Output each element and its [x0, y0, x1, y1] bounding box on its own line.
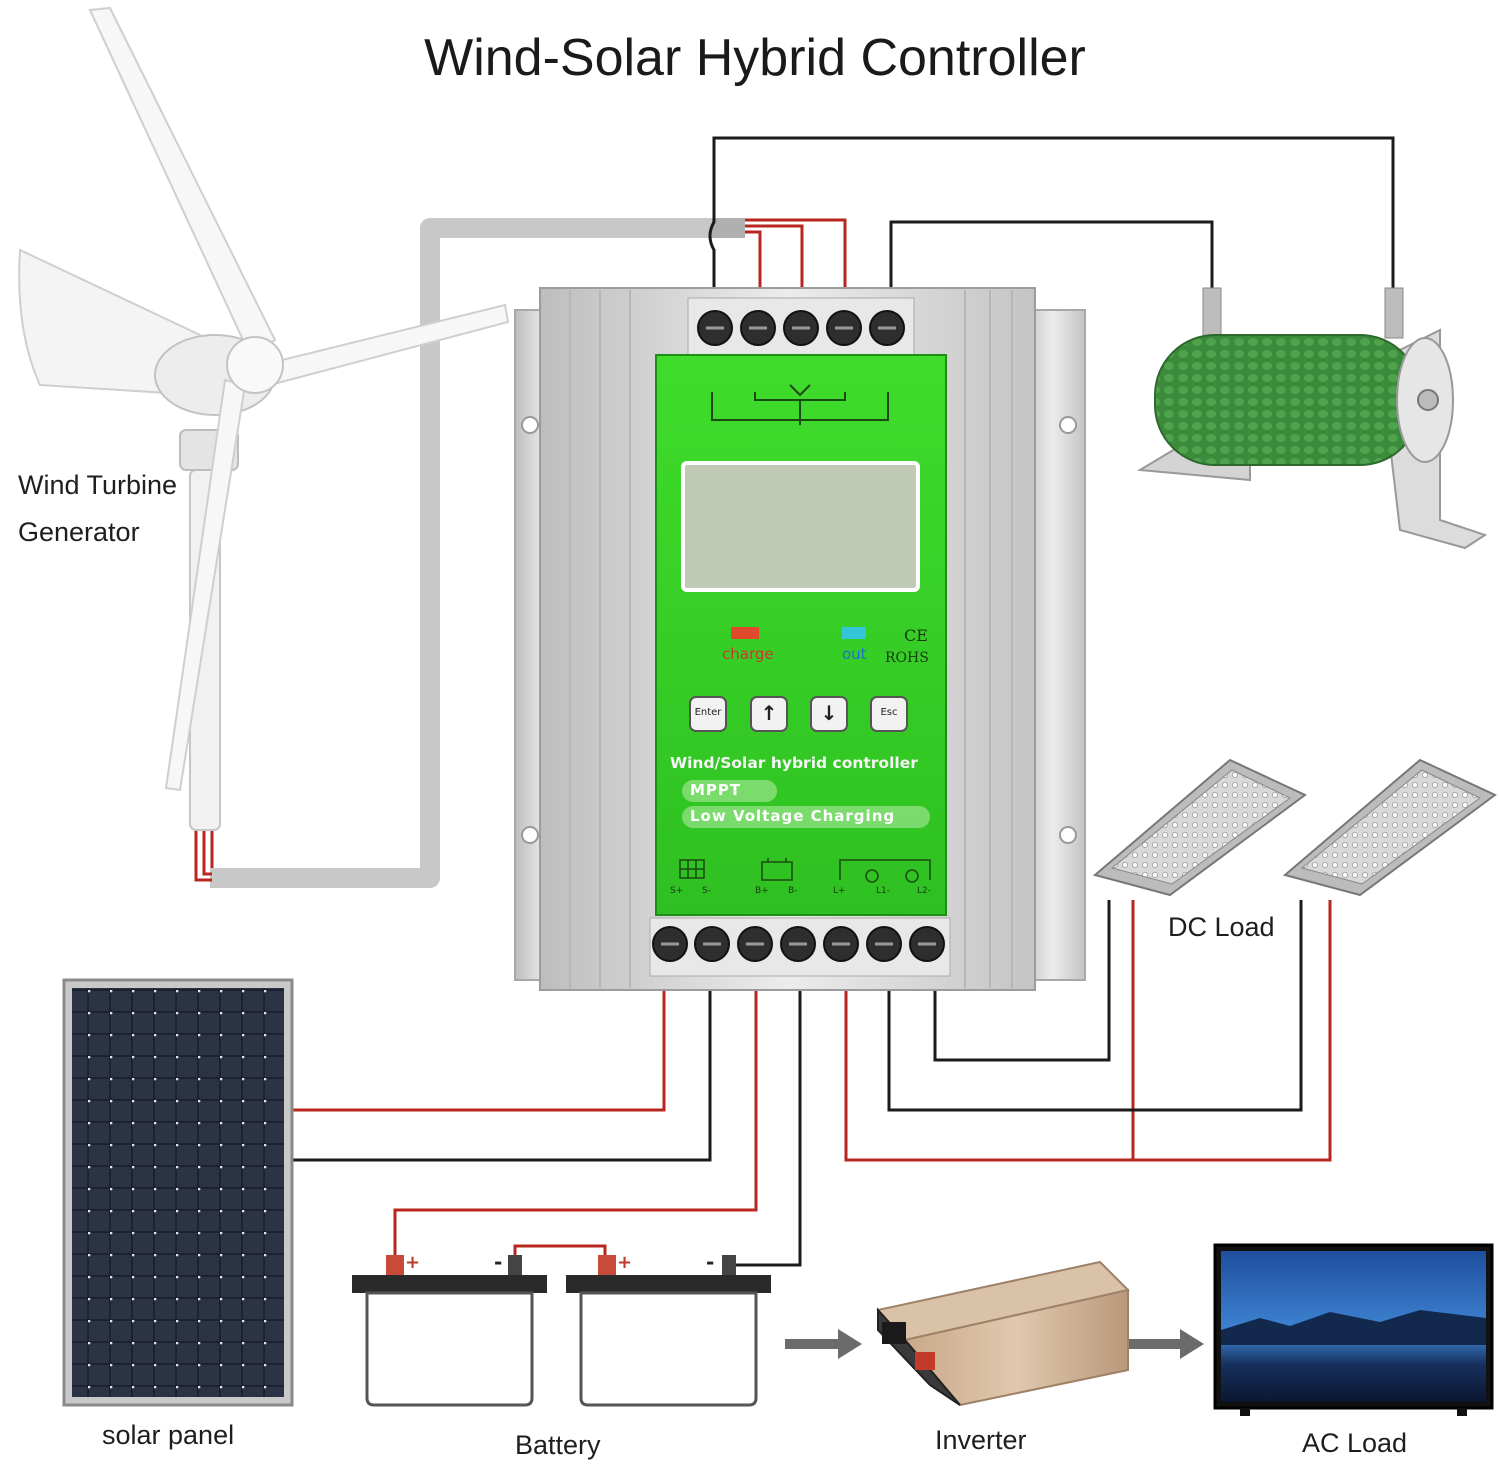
battery-pos-wire: [393, 990, 758, 1260]
turbine-blade-2: [260, 303, 510, 387]
dc-load-lamp-1: [1092, 758, 1307, 897]
turbine-cable: [210, 218, 712, 888]
load-neg-wire-2: [887, 900, 1303, 1112]
ce-mark: CE: [904, 626, 928, 645]
load-neg-wire-1: [933, 900, 1111, 1062]
solar-pos-wire: [292, 990, 666, 1112]
terminal-label-s-minus: S-: [702, 886, 711, 896]
turbine-lead-1: [745, 230, 762, 292]
inverter-switch: [915, 1352, 935, 1370]
terminal-label-b-plus: B+: [755, 886, 769, 896]
turbine-hub: [226, 336, 284, 394]
down-button[interactable]: [810, 696, 848, 732]
hybrid-controller: [514, 287, 1086, 991]
esc-button[interactable]: [870, 696, 908, 732]
battery-terminal-pos: [598, 1255, 616, 1275]
wind-turbine: [18, 6, 510, 831]
out-led: [842, 627, 866, 639]
solar-panel: [62, 978, 294, 1407]
generator-label: Generator: [18, 517, 140, 547]
product-name: Wind/Solar hybrid controller: [670, 754, 918, 772]
turbine-symbol-icon: [711, 384, 889, 425]
dump-load-resistor: [1136, 287, 1488, 550]
mount-hole: [1059, 416, 1077, 434]
charge-led: [731, 627, 759, 639]
battery-plus-mark: +: [617, 1252, 633, 1273]
battery-plus-mark: +: [405, 1252, 421, 1273]
terminal-label-s-plus: S+: [670, 886, 684, 896]
terminal-label-l1-minus: L1-: [876, 886, 890, 896]
turbine-lead-3: [745, 218, 847, 292]
ac-load-label: AC Load: [1302, 1428, 1408, 1458]
terminal-label-l-plus: L+: [833, 886, 846, 896]
top-terminals: [697, 310, 905, 346]
feature-mppt: MPPT: [690, 781, 742, 799]
inverter-label: Inverter: [935, 1425, 1027, 1455]
battery-symbol-icon: [761, 858, 793, 881]
battery-link: [513, 1244, 607, 1260]
lcd-screen: [681, 461, 920, 592]
battery-minus-mark: -: [494, 1250, 503, 1274]
solar-neg-wire: [292, 990, 712, 1162]
enter-button-label[interactable]: Enter: [694, 707, 722, 718]
up-arrow-icon[interactable]: ↑: [760, 701, 778, 725]
battery-terminal-pos: [386, 1255, 404, 1275]
mast-lead-2: [202, 820, 212, 876]
battery-2: [566, 1255, 771, 1407]
esc-button-label[interactable]: Esc: [880, 707, 898, 718]
dump-wire-2: [889, 220, 1214, 298]
diagram-title: Wind-Solar Hybrid Controller: [424, 29, 1086, 87]
mount-hole: [521, 826, 539, 844]
wiring: [194, 136, 1395, 1267]
load-symbol-icon: [839, 859, 931, 883]
feature-low-voltage: Low Voltage Charging: [690, 807, 896, 825]
inverter: [876, 1260, 1130, 1407]
battery-neg-wire: [728, 990, 802, 1267]
rohs-mark: ROHS: [885, 650, 929, 666]
resistor-body: [1154, 334, 1421, 466]
mount-hole: [521, 416, 539, 434]
battery-label: Battery: [515, 1430, 601, 1460]
mount-hole: [1059, 826, 1077, 844]
solar-symbol-icon: [679, 859, 705, 879]
battery-terminal-neg: [722, 1255, 736, 1275]
resistor-bolt: [1417, 389, 1439, 411]
controller-face: [655, 354, 947, 916]
feature-pill-1: [682, 780, 777, 802]
down-arrow-icon[interactable]: ↓: [820, 701, 838, 725]
arrow-icon: [1127, 1329, 1204, 1359]
battery-minus-mark: -: [706, 1250, 715, 1274]
turbine-lead-2: [745, 224, 804, 292]
dc-load-label: DC Load: [1168, 912, 1275, 942]
turbine-tail: [18, 248, 201, 397]
ac-load-tv: [1213, 1243, 1494, 1416]
out-indicator-label: out: [842, 645, 867, 663]
mast-lead-1: [194, 820, 212, 882]
dc-load-lamp-2: [1282, 758, 1497, 897]
terminal-label-l2-minus: L2-: [917, 886, 931, 896]
charge-indicator-label: charge: [722, 645, 774, 663]
load-pos-wire-a: [844, 900, 1332, 1162]
enter-button[interactable]: [689, 696, 727, 732]
wind-turbine-label: Wind Turbine: [18, 470, 178, 500]
inverter-display: [882, 1322, 906, 1344]
arrow-icon: [785, 1329, 862, 1359]
solar-panel-label: solar panel: [102, 1420, 235, 1450]
battery-1: [352, 1255, 547, 1407]
dump-wire-1: [708, 136, 1395, 298]
feature-pill-2: [682, 806, 930, 828]
up-button[interactable]: [750, 696, 788, 732]
battery-terminal-neg: [508, 1255, 522, 1275]
terminal-label-b-minus: B-: [788, 886, 798, 896]
